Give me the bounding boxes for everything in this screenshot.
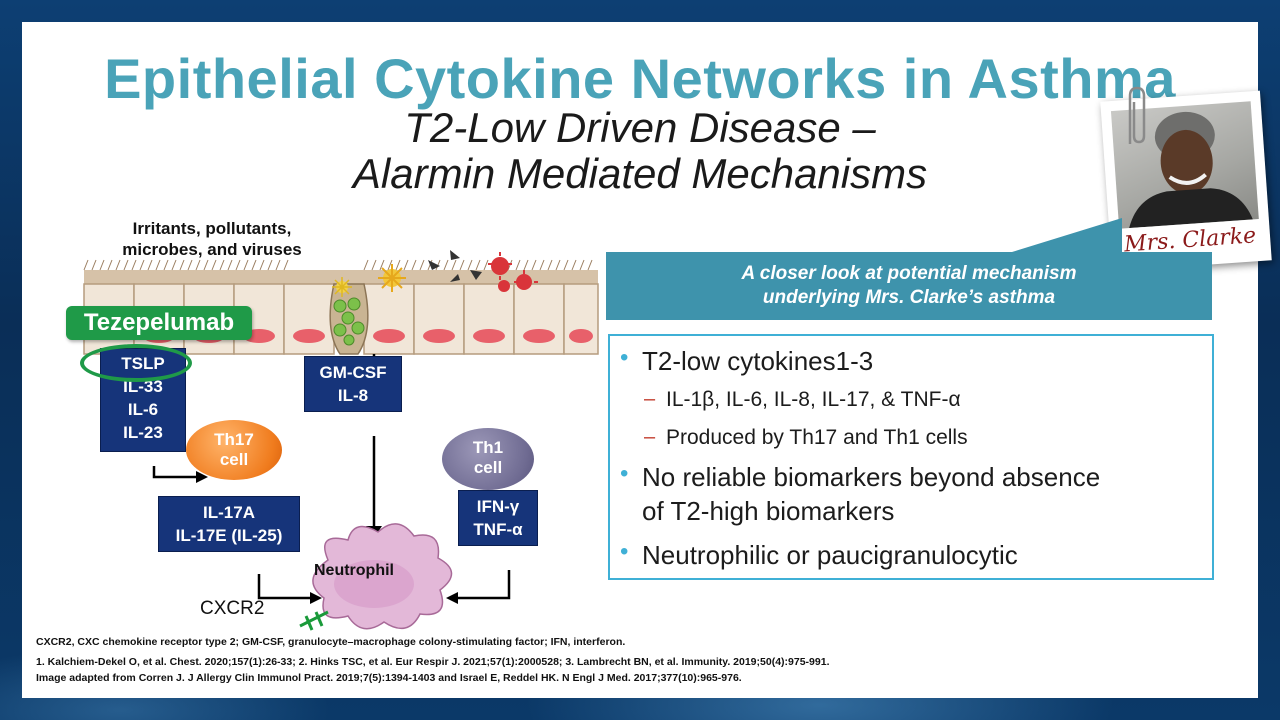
- footnote-references: 1. Kalchiem-Dekel O, et al. Chest. 2020;…: [36, 656, 830, 668]
- neutrophil-cell: [312, 523, 453, 630]
- footnote-image-source: Image adapted from Corren J. J Allergy C…: [36, 672, 742, 684]
- callout-pointer: [1012, 218, 1122, 252]
- tezepelumab-label: Tezepelumab: [66, 306, 252, 340]
- neutrophil-label: Neutrophil: [314, 562, 394, 579]
- patient-photo: Mrs. Clarke: [1100, 90, 1272, 272]
- sub-bullet-cytokine-list: IL-1β, IL-6, IL-8, IL-17, & TNF-α: [666, 388, 961, 411]
- bullet-dash: –: [644, 426, 656, 448]
- pollutant-icon: [428, 250, 482, 282]
- bullet-t2-low-cytokines: T2-low cytokines1-3: [642, 346, 874, 376]
- bullet-dot: •: [620, 460, 629, 487]
- ifn-tnf-box: IFN-γ TNF-α: [458, 490, 538, 546]
- bullet-dot: •: [620, 538, 629, 565]
- tslp-highlight-ring: [80, 344, 192, 382]
- il17-box: IL-17A IL-17E (IL-25): [158, 496, 300, 552]
- paperclip-icon: [1128, 86, 1146, 144]
- patient-portrait: [1110, 101, 1259, 229]
- airway-diagram: [83, 250, 599, 631]
- cxcr2-label: CXCR2: [200, 598, 265, 619]
- bullet-biomarkers-line1: No reliable biomarkers beyond absence: [642, 462, 1101, 492]
- slide-subtitle-line2: Alarmin Mediated Mechanisms: [352, 150, 928, 197]
- gmcsf-box: GM-CSF IL-8: [304, 356, 402, 412]
- slide-subtitle-line1: T2-Low Driven Disease –: [404, 104, 876, 151]
- footnote-abbreviations: CXCR2, CXC chemokine receptor type 2; GM…: [36, 636, 626, 648]
- pollen-icon: [332, 264, 406, 297]
- sub-bullet-producers: Produced by Th17 and Th1 cells: [666, 426, 968, 449]
- key-points-box: • T2-low cytokines1-3 – IL-1β, IL-6, IL-…: [608, 334, 1214, 580]
- bullet-neutrophilic: Neutrophilic or paucigranulocytic: [642, 540, 1018, 570]
- th1-cell: Th1 cell: [442, 428, 534, 490]
- th17-cell: Th17 cell: [186, 420, 282, 480]
- bullet-dash: –: [644, 388, 656, 410]
- callout-banner: A closer look at potential mechanism und…: [606, 252, 1212, 320]
- slide: Epithelial Cytokine Networks in Asthma T…: [22, 22, 1272, 698]
- cxcr2-receptor-icon: [299, 610, 329, 631]
- slide-title: Epithelial Cytokine Networks in Asthma: [104, 47, 1176, 110]
- bullet-biomarkers-line2: of T2-high biomarkers: [642, 496, 895, 526]
- irritants-label: Irritants, pollutants, microbes, and vir…: [122, 219, 302, 259]
- bullet-dot: •: [620, 344, 629, 371]
- virus-icon: [488, 252, 538, 292]
